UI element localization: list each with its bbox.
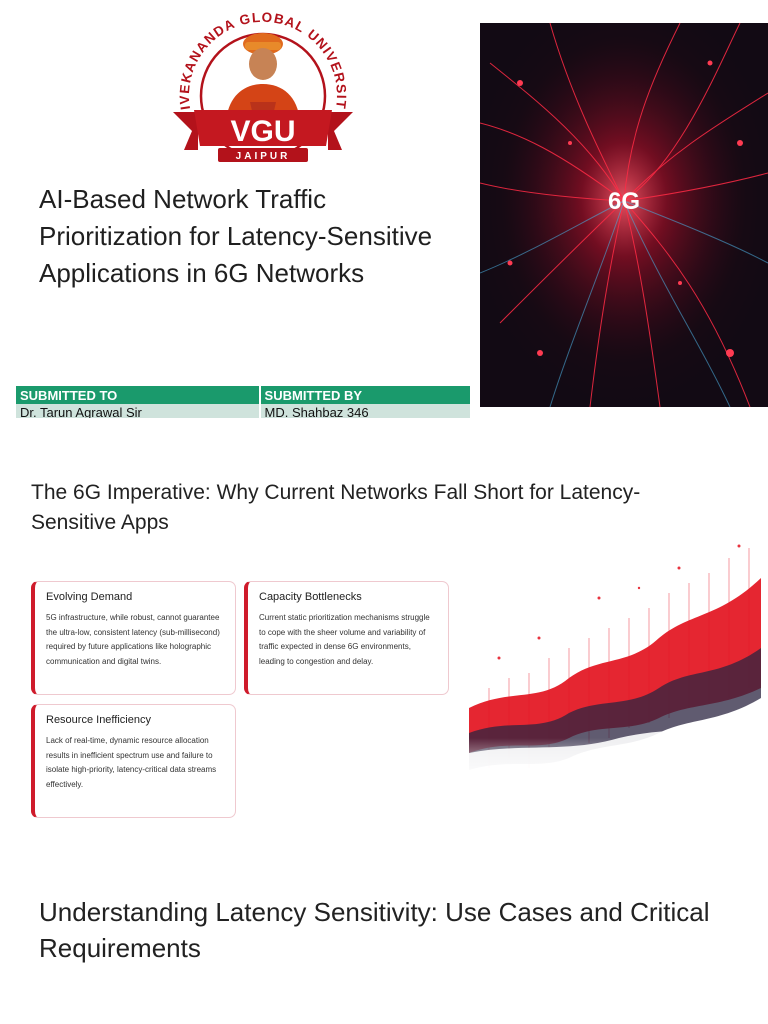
card-body: Current static prioritization mechanisms… <box>259 613 430 666</box>
logo-city-text: JAIPUR <box>236 151 291 162</box>
submitted-by-header: SUBMITTED BY <box>259 386 470 404</box>
submitted-to-value: Dr. Tarun Agrawal Sir <box>16 404 261 418</box>
vgu-logo: VIVEKANANDA GLOBAL UNIVERSITY VGU JAIPUR <box>168 4 353 162</box>
section-heading-latency-sensitivity: Understanding Latency Sensitivity: Use C… <box>39 897 710 963</box>
card-body: 5G infrastructure, while robust, cannot … <box>46 613 220 666</box>
submission-table: SUBMITTED TO SUBMITTED BY Dr. Tarun Agra… <box>16 386 470 418</box>
logo-badge-text: VGU <box>230 115 295 148</box>
card-capacity-bottlenecks: Capacity Bottlenecks Current static prio… <box>244 581 449 695</box>
section-heading-6g-imperative: The 6G Imperative: Why Current Networks … <box>31 481 641 534</box>
card-title: Resource Inefficiency <box>46 714 151 726</box>
page-title: AI-Based Network Traffic Prioritization … <box>39 184 433 288</box>
hero-6g-image: 6G <box>480 23 768 407</box>
card-evolving-demand: Evolving Demand 5G infrastructure, while… <box>31 581 236 695</box>
submitted-by-value: MD. Shahbaz 346 <box>259 404 470 418</box>
card-body: Lack of real-time, dynamic resource allo… <box>46 736 217 789</box>
submitted-to-header: SUBMITTED TO <box>16 386 261 404</box>
card-title: Capacity Bottlenecks <box>259 591 362 603</box>
hero-6g-label: 6G <box>608 188 640 215</box>
card-resource-inefficiency: Resource Inefficiency Lack of real-time,… <box>31 704 236 818</box>
network-wave-image <box>469 538 761 784</box>
card-title: Evolving Demand <box>46 591 133 603</box>
